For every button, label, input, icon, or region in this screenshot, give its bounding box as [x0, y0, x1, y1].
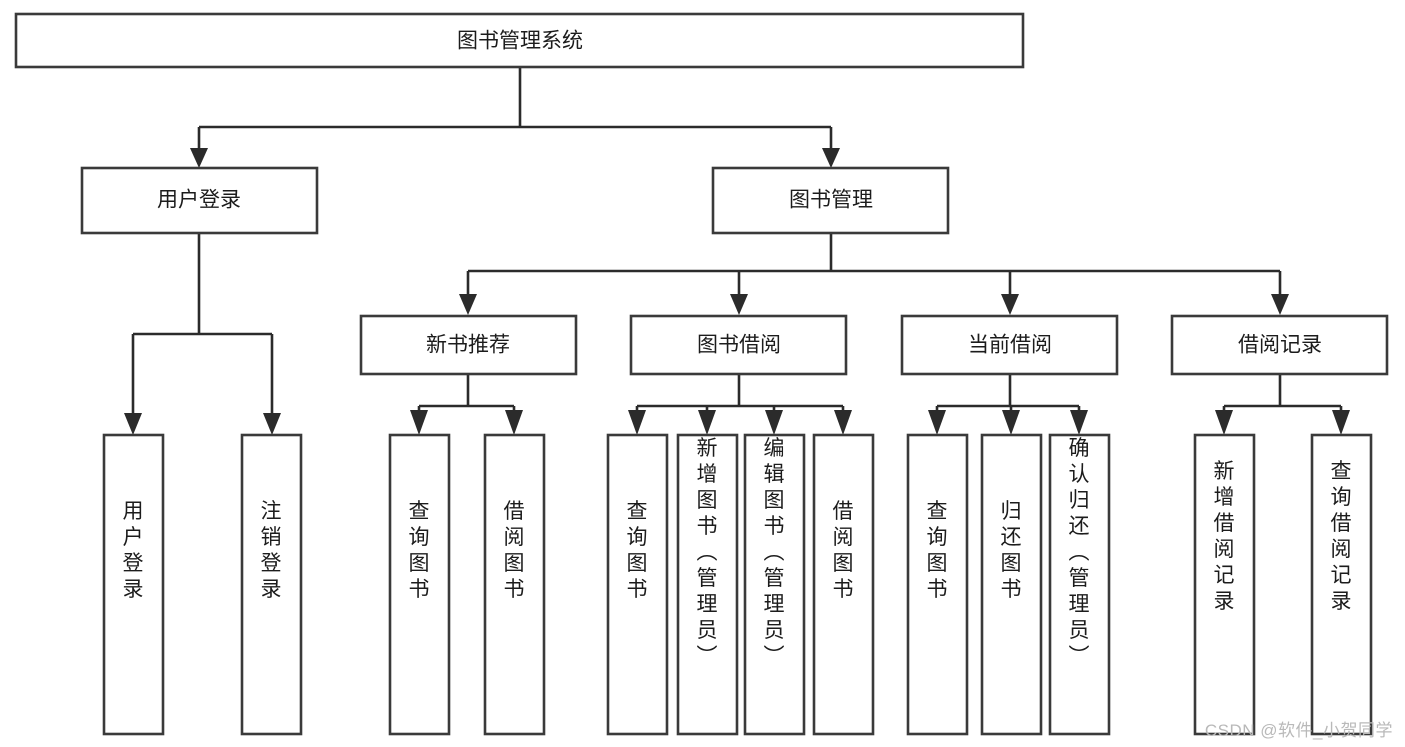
- node-borrow-record[interactable]: 借阅记录: [1170, 314, 1389, 376]
- connector-user-login-to-leaves: [124, 233, 281, 435]
- leaf-record-query[interactable]: 查询借阅记录: [1310, 433, 1373, 736]
- leaf-current-confirm-return[interactable]: 确认归还︵管理员︶: [1048, 433, 1111, 736]
- leaf-borrow-add-book[interactable]: 新增图书︵管理员︶: [676, 433, 739, 736]
- connector-borrow-record-to-leaves: [1215, 374, 1350, 435]
- node-root[interactable]: 图书管理系统: [14, 12, 1025, 69]
- leaf-record-add[interactable]: 新增借阅记录: [1193, 433, 1256, 736]
- leaf-recommend-borrow-book[interactable]: 借阅图书: [483, 433, 546, 736]
- connector-book-borrow-to-leaves: [628, 374, 852, 435]
- leaf-recommend-borrow-book-label: 借阅图书: [504, 500, 525, 601]
- leaf-recommend-query-book[interactable]: 查询图书: [388, 433, 451, 736]
- node-book-management[interactable]: 图书管理: [711, 166, 950, 235]
- node-root-label: 图书管理系统: [457, 30, 583, 53]
- node-new-book-recommend[interactable]: 新书推荐: [359, 314, 578, 376]
- leaf-borrow-borrow-book-label: 借阅图书: [833, 500, 854, 601]
- node-user-login-label: 用户登录: [157, 189, 241, 212]
- leaf-current-return-book[interactable]: 归还图书: [980, 433, 1043, 736]
- node-current-borrow[interactable]: 当前借阅: [900, 314, 1119, 376]
- node-book-management-label: 图书管理: [789, 189, 873, 212]
- connector-book-manage-to-level3: [459, 233, 1289, 315]
- leaf-current-query-book[interactable]: 查询图书: [906, 433, 969, 736]
- leaf-current-return-book-label: 归还图书: [1001, 500, 1022, 601]
- node-borrow-record-label: 借阅记录: [1238, 334, 1322, 357]
- leaf-recommend-query-book-label: 查询图书: [409, 500, 430, 601]
- leaf-logout-label: 注销登录: [261, 500, 282, 601]
- connector-current-borrow-to-leaves: [928, 374, 1088, 435]
- leaf-user-login-label: 用户登录: [123, 500, 144, 601]
- leaf-borrow-query-book-label: 查询图书: [627, 500, 648, 601]
- leaf-borrow-edit-book-label: 编辑图书︵管理员︶: [764, 437, 785, 668]
- leaf-borrow-edit-book[interactable]: 编辑图书︵管理员︶: [743, 433, 806, 736]
- leaf-borrow-query-book[interactable]: 查询图书: [606, 433, 669, 736]
- leaf-borrow-borrow-book[interactable]: 借阅图书: [812, 433, 875, 736]
- connector-root-to-level2: [190, 67, 840, 168]
- node-new-book-recommend-label: 新书推荐: [426, 334, 510, 357]
- csdn-watermark: CSDN @软件_小贺同学: [1204, 721, 1393, 740]
- connector-new-book-to-leaves: [410, 374, 523, 435]
- node-book-borrow-label: 图书借阅: [697, 334, 781, 357]
- node-book-borrow[interactable]: 图书借阅: [629, 314, 848, 376]
- leaf-user-login[interactable]: 用户登录: [102, 433, 165, 736]
- leaf-current-confirm-return-label: 确认归还︵管理员︶: [1069, 437, 1090, 668]
- leaf-current-query-book-label: 查询图书: [927, 500, 948, 601]
- leaf-record-query-label: 查询借阅记录: [1331, 460, 1352, 613]
- node-current-borrow-label: 当前借阅: [968, 334, 1052, 357]
- leaf-record-add-label: 新增借阅记录: [1214, 460, 1235, 613]
- leaf-logout[interactable]: 注销登录: [240, 433, 303, 736]
- node-user-login[interactable]: 用户登录: [80, 166, 319, 235]
- leaf-borrow-add-book-label: 新增图书︵管理员︶: [697, 437, 718, 668]
